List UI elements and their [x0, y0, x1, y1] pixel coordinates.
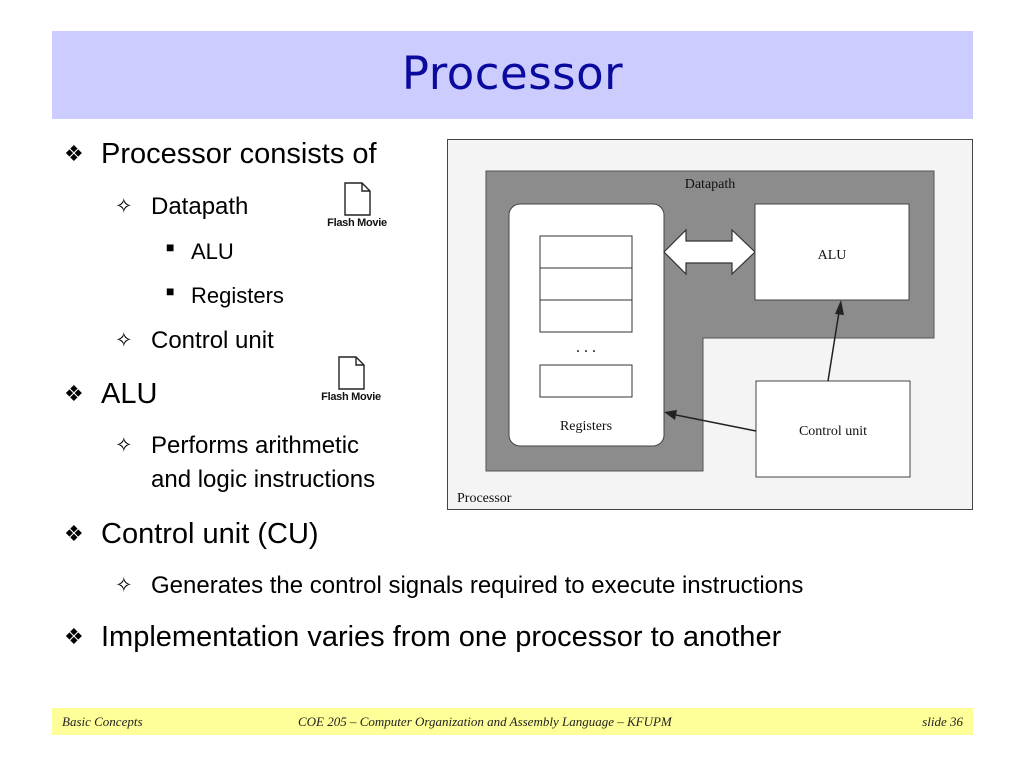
flash-movie-alu[interactable]: Flash Movie [316, 356, 386, 412]
bullet-text: ALU [191, 239, 234, 264]
diamond-bullet-icon: ❖ [64, 624, 84, 649]
bullet-text: Control unit (CU) [101, 518, 319, 550]
processor-diagram: Datapath . . . Registers ALU Control uni… [447, 139, 973, 510]
footer-center: COE 205 – Computer Organization and Asse… [298, 714, 672, 729]
processor-diagram-svg: Datapath . . . Registers ALU Control uni… [457, 170, 935, 506]
square-bullet-icon: ■ [166, 283, 175, 299]
star-bullet-icon: ✧ [115, 434, 133, 457]
bullet-text: Control unit [151, 327, 274, 354]
register-cell [539, 364, 633, 398]
flash-movie-datapath[interactable]: Flash Movie [322, 182, 392, 238]
control-unit-label: Control unit [799, 424, 867, 439]
bullet-text: Implementation varies from one processor… [101, 621, 782, 653]
registers-label: Registers [560, 419, 612, 434]
star-bullet-icon: ✧ [115, 329, 133, 352]
footer-left: Basic Concepts [62, 714, 143, 729]
arrow-line [827, 311, 840, 382]
slide-title: Processor [401, 47, 624, 100]
square-bullet-icon: ■ [166, 239, 175, 255]
flash-movie-label: Flash Movie [327, 217, 387, 229]
register-cell [539, 235, 633, 269]
slide-footer: Basic Concepts COE 205 – Computer Organi… [52, 708, 973, 735]
diamond-bullet-icon: ❖ [64, 141, 84, 166]
alu-box [754, 203, 910, 301]
diamond-bullet-icon: ❖ [64, 381, 84, 406]
flash-movie-label: Flash Movie [321, 391, 381, 403]
arrow-head-icon [835, 300, 844, 315]
register-cell [539, 267, 633, 301]
footer-right: slide 36 [922, 714, 963, 729]
alu-label: ALU [818, 248, 847, 263]
diamond-bullet-icon: ❖ [64, 521, 84, 546]
register-ellipsis: . . . [576, 339, 596, 356]
document-icon [344, 182, 371, 216]
bullet-text: ALU [101, 378, 158, 410]
datapath-label: Datapath [685, 177, 736, 192]
star-bullet-icon: ✧ [115, 195, 133, 218]
star-bullet-icon: ✧ [115, 574, 133, 597]
processor-label: Processor [457, 491, 512, 506]
bullet-text: Registers [191, 283, 284, 308]
arrow-head-icon [664, 410, 677, 420]
bullet-text: Processor consists of [101, 138, 377, 170]
bullet-text: Datapath [151, 193, 249, 220]
register-cell [539, 299, 633, 333]
bullet-text: Generates the control signals required t… [151, 572, 804, 599]
control-unit-box [755, 380, 911, 478]
bullet-text-line1: Performs arithmetic [151, 432, 360, 459]
title-band: Processor [52, 31, 973, 119]
document-icon [338, 356, 365, 390]
arrow-line [675, 414, 757, 432]
bullet-text-line2: and logic instructions [151, 466, 376, 493]
